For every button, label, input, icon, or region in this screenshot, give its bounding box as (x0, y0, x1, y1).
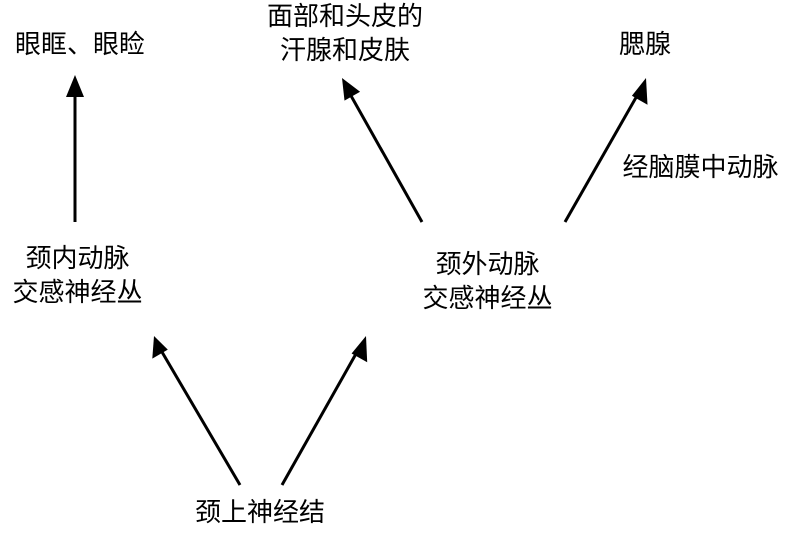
node-orbit-eyelid: 眼眶、眼睑 (0, 28, 160, 62)
node-orbit-eyelid-label: 眼眶、眼睑 (14, 30, 145, 60)
node-internal-carotid-plexus: 颈内动脉 交感神经丛 (0, 242, 155, 310)
node-external-carotid-plexus: 颈外动脉 交感神经丛 (405, 248, 570, 316)
arrow-internal-plexus-to-orbit (66, 75, 84, 222)
node-middle-meningeal-artery-label: 经脑膜中动脉 (622, 153, 779, 183)
node-sweat-glands-line2: 汗腺和皮肤 (279, 36, 410, 66)
node-internal-carotid-plexus-line1: 颈内动脉 (25, 244, 130, 274)
node-external-carotid-plexus-line1: 颈外动脉 (435, 250, 540, 280)
node-parotid-gland: 腮腺 (600, 28, 690, 62)
node-internal-carotid-plexus-line2: 交感神经丛 (12, 278, 143, 308)
arrow-external-plexus-to-parotid (563, 78, 648, 223)
node-superior-cervical-ganglion: 颈上神经结 (180, 496, 340, 530)
arrow-ganglion-to-external-plexus (280, 336, 368, 486)
node-parotid-gland-label: 腮腺 (618, 30, 671, 60)
node-superior-cervical-ganglion-label: 颈上神经结 (194, 498, 325, 528)
node-middle-meningeal-artery: 经脑膜中动脉 (608, 151, 793, 185)
node-external-carotid-plexus-line2: 交感神经丛 (422, 284, 553, 314)
arrow-ganglion-to-internal-plexus (152, 336, 242, 486)
node-sweat-glands: 面部和头皮的 汗腺和皮肤 (245, 0, 445, 68)
arrow-external-plexus-to-sweat-glands (342, 78, 424, 223)
node-sweat-glands-line1: 面部和头皮的 (266, 2, 423, 32)
